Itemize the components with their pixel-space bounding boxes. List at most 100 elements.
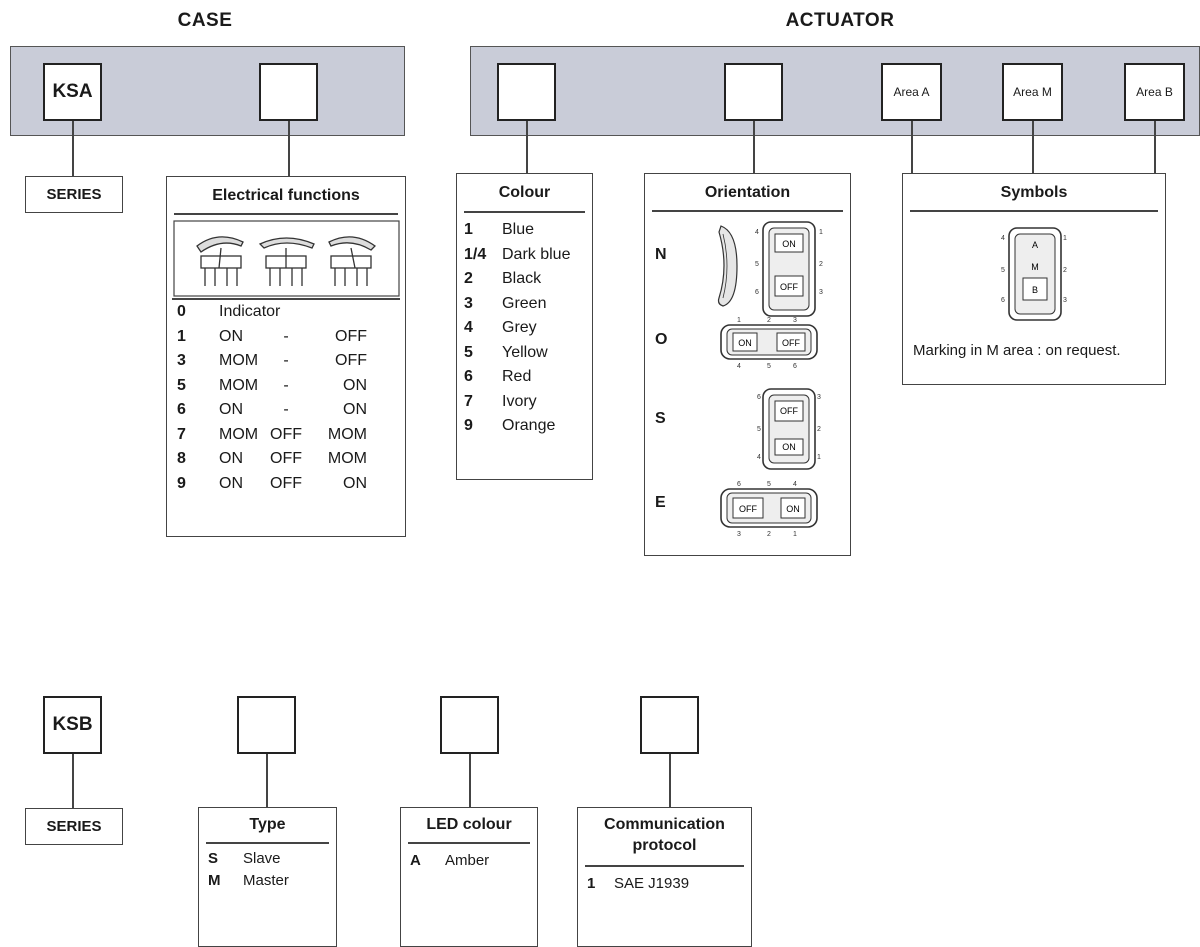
area-m-code-box: Area M bbox=[1002, 63, 1063, 121]
connector-line bbox=[469, 754, 471, 808]
type-code: S bbox=[208, 850, 219, 867]
svg-text:5: 5 bbox=[767, 481, 771, 488]
svg-text:4: 4 bbox=[1001, 235, 1005, 242]
comm-title-line2: protocol bbox=[632, 837, 697, 854]
electrical-function-pos2: OFF bbox=[270, 474, 302, 492]
area-a-code-box: Area A bbox=[881, 63, 942, 121]
divider bbox=[464, 211, 585, 213]
electrical-function-pos1: MOM bbox=[219, 425, 259, 443]
svg-text:ON: ON bbox=[782, 239, 796, 249]
colour-code: 9 bbox=[464, 417, 473, 434]
colour-title: Colour bbox=[498, 184, 551, 201]
ksb-comm-code-box bbox=[640, 696, 699, 754]
colour-name: Grey bbox=[502, 319, 537, 336]
svg-text:3: 3 bbox=[817, 394, 821, 401]
connector-line bbox=[753, 121, 755, 173]
svg-text:4: 4 bbox=[757, 454, 761, 461]
electrical-function-pos3: MOM bbox=[327, 450, 367, 467]
orientation-code-e: E bbox=[655, 494, 666, 511]
svg-text:3: 3 bbox=[1063, 297, 1067, 304]
divider bbox=[206, 842, 329, 844]
led-colour-box: LED colour A Amber bbox=[400, 807, 538, 947]
svg-text:B: B bbox=[1032, 285, 1038, 295]
orientation-code-s: S bbox=[655, 410, 666, 427]
electrical-function-pos2: - bbox=[283, 352, 289, 369]
colour-code: 4 bbox=[464, 319, 473, 336]
led-code: A bbox=[410, 852, 421, 869]
case-series-code-box: KSA bbox=[43, 63, 102, 121]
colour-name: Red bbox=[502, 368, 532, 385]
connector-line bbox=[669, 754, 671, 808]
svg-text:OFF: OFF bbox=[780, 406, 798, 416]
connector-line bbox=[911, 121, 913, 173]
svg-text:OFF: OFF bbox=[782, 338, 800, 348]
led-colour-title: LED colour bbox=[426, 816, 512, 833]
electrical-function-pos3: ON bbox=[343, 401, 367, 418]
electrical-function-pos1: MOM bbox=[219, 352, 259, 369]
colour-name: Yellow bbox=[502, 343, 548, 361]
switch-orientation-n-illustration: 456 123 ON OFF bbox=[755, 221, 823, 317]
colour-name: Dark blue bbox=[502, 245, 571, 263]
electrical-function-pos3: OFF bbox=[335, 352, 367, 369]
electrical-function-pos3: ON bbox=[343, 474, 367, 492]
svg-text:OFF: OFF bbox=[780, 282, 798, 292]
type-name: Slave bbox=[243, 850, 281, 867]
svg-text:5: 5 bbox=[757, 426, 761, 433]
symbols-title: Symbols bbox=[1000, 184, 1068, 201]
svg-text:2: 2 bbox=[767, 317, 771, 324]
svg-text:1: 1 bbox=[737, 317, 741, 324]
area-b-code-box: Area B bbox=[1124, 63, 1185, 121]
svg-text:4: 4 bbox=[755, 229, 759, 236]
colour-code: 5 bbox=[464, 343, 473, 361]
connector-line bbox=[1154, 121, 1156, 173]
electrical-function-code: 5 bbox=[177, 376, 186, 394]
symbols-switch-illustration: 456 123 A M B bbox=[1001, 227, 1067, 321]
electrical-function-pos2: OFF bbox=[270, 425, 302, 443]
divider bbox=[652, 210, 843, 212]
ksb-series-code-box: KSB bbox=[43, 696, 102, 754]
svg-text:1: 1 bbox=[793, 531, 797, 537]
connector-line bbox=[72, 121, 74, 176]
type-box: Type S Slave M Master bbox=[198, 807, 337, 947]
electrical-function-pos3: ON bbox=[343, 376, 367, 394]
colour-code: 7 bbox=[464, 392, 473, 410]
svg-text:5: 5 bbox=[767, 363, 771, 369]
svg-text:2: 2 bbox=[819, 261, 823, 268]
electrical-functions-box: Electrical functions bbox=[166, 176, 406, 537]
divider bbox=[585, 865, 744, 867]
svg-text:6: 6 bbox=[755, 289, 759, 296]
orientation-code-n: N bbox=[655, 246, 667, 263]
svg-text:2: 2 bbox=[1063, 267, 1067, 274]
connector-line bbox=[526, 121, 528, 173]
colour-name: Green bbox=[502, 294, 547, 312]
svg-text:4: 4 bbox=[737, 363, 741, 369]
svg-text:M: M bbox=[1031, 262, 1039, 272]
orientation-title: Orientation bbox=[704, 184, 791, 201]
electrical-function-pos3: OFF bbox=[335, 327, 367, 345]
divider bbox=[910, 210, 1158, 212]
svg-text:6: 6 bbox=[737, 481, 741, 488]
electrical-function-code: 8 bbox=[177, 450, 186, 467]
divider bbox=[172, 298, 400, 300]
type-name: Master bbox=[243, 872, 289, 889]
switch-orientation-s-illustration: 654 321 OFF ON bbox=[757, 388, 821, 470]
electrical-function-pos2: - bbox=[283, 401, 289, 418]
svg-text:6: 6 bbox=[793, 363, 797, 369]
electrical-function-pos1: ON bbox=[219, 401, 243, 418]
electrical-function-pos2: OFF bbox=[270, 450, 302, 467]
electrical-function-pos1: MOM bbox=[219, 376, 259, 394]
led-name: Amber bbox=[445, 852, 490, 869]
svg-text:ON: ON bbox=[786, 504, 800, 514]
svg-text:1: 1 bbox=[817, 454, 821, 461]
divider bbox=[174, 213, 398, 215]
colour-code: 1/4 bbox=[464, 245, 487, 263]
svg-text:OFF: OFF bbox=[739, 504, 757, 514]
svg-text:A: A bbox=[1032, 240, 1038, 250]
type-title: Type bbox=[249, 816, 286, 833]
ksb-type-code-box bbox=[237, 696, 296, 754]
actuator-colour-code-box bbox=[497, 63, 556, 121]
